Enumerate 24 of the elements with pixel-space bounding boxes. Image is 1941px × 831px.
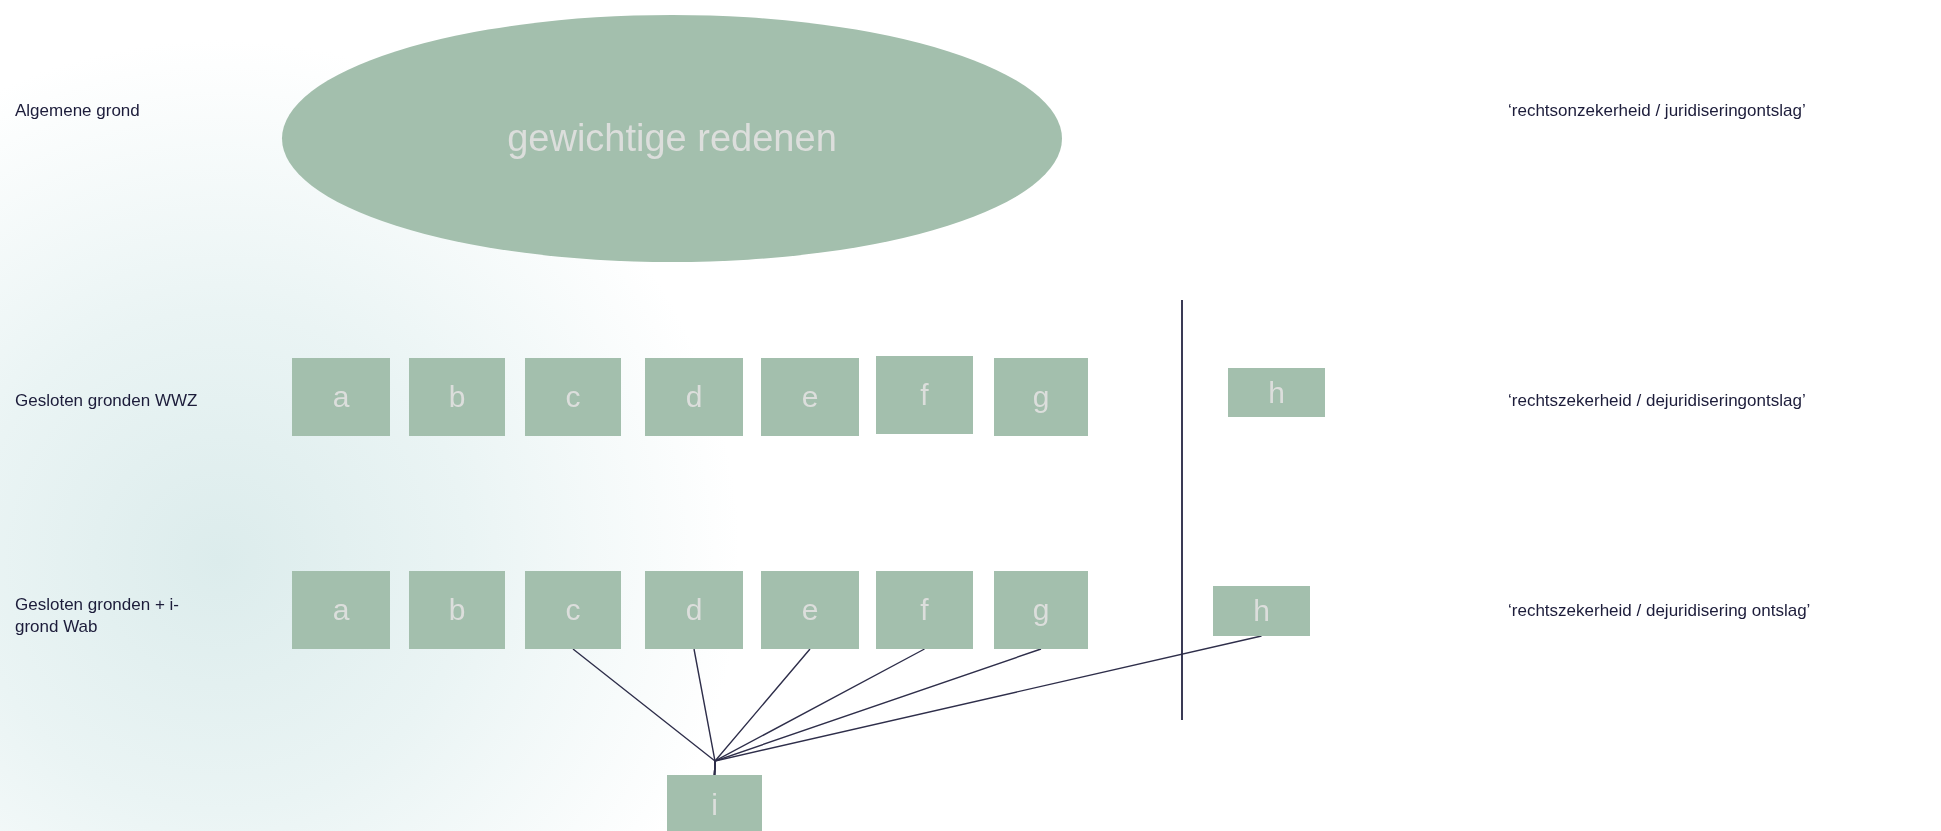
row-label: ‘rechtsonzekerheid / juridiseringontslag’ — [1508, 100, 1807, 122]
connector-line — [713, 635, 1263, 776]
row-label: Gesloten gronden WWZ — [15, 390, 199, 412]
letter-box: h — [1213, 586, 1310, 636]
letter-box: a — [292, 358, 390, 436]
letter-box: e — [761, 571, 859, 649]
row-label: Gesloten gronden + i-grond Wab — [15, 594, 180, 639]
letter-box: g — [994, 358, 1088, 436]
letter-box: a — [292, 571, 390, 649]
letter-box: b — [409, 571, 505, 649]
letter-box: d — [645, 571, 743, 649]
letter-box: g — [994, 571, 1088, 649]
letter-box: c — [525, 358, 621, 436]
letter-box: i — [667, 775, 762, 831]
letter-box: f — [876, 356, 973, 434]
row-label: ‘rechtszekerheid / dejuridiseringontslag’ — [1508, 390, 1807, 412]
letter-box: f — [876, 571, 973, 649]
letter-box: h — [1228, 368, 1325, 417]
letter-box: e — [761, 358, 859, 436]
letter-box: b — [409, 358, 505, 436]
row-label: Algemene grond — [15, 100, 141, 122]
letter-box: d — [645, 358, 743, 436]
letter-box: c — [525, 571, 621, 649]
row-label: ‘rechtszekerheid / dejuridisering ontslag’ — [1508, 600, 1812, 622]
